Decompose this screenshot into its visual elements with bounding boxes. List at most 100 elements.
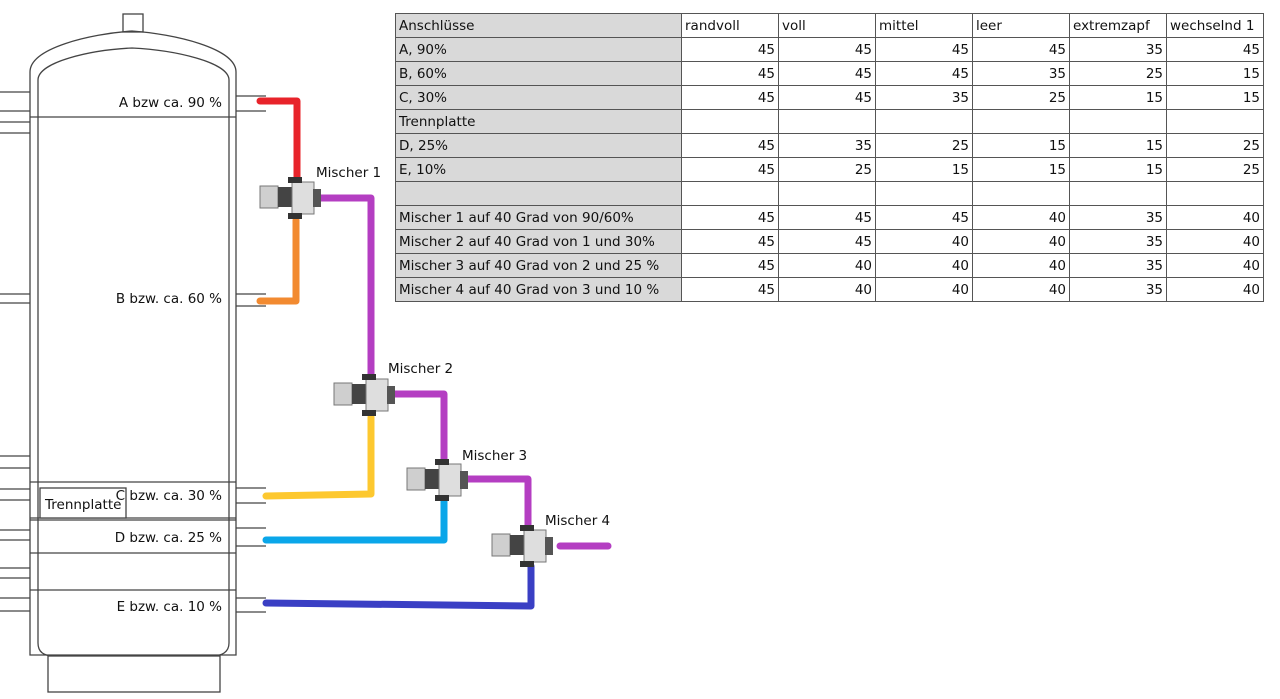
- table-cell: 40: [778, 253, 876, 278]
- table-row-label: C, 30%: [395, 85, 682, 110]
- table-cell: 45: [681, 205, 779, 230]
- table-cell: [972, 181, 1070, 206]
- table-header-cell: voll: [778, 13, 876, 38]
- mixer-valve-4: [491, 525, 553, 567]
- table-cell: 25: [875, 133, 973, 158]
- table-cell: 35: [778, 133, 876, 158]
- table-row: [395, 181, 1264, 206]
- table-cell: 40: [778, 277, 876, 302]
- mixer-valve-2: [333, 374, 395, 416]
- table-cell: 40: [875, 277, 973, 302]
- table-cell: [1166, 181, 1264, 206]
- table-cell: [778, 109, 876, 134]
- table-cell: 15: [1069, 157, 1167, 182]
- pipe-mixer2-to-mixer3: [388, 390, 448, 466]
- table-row-label: Mischer 4 auf 40 Grad von 3 und 10 %: [395, 277, 682, 302]
- mixer-label-1: Mischer 1: [316, 165, 382, 181]
- table-cell: 40: [972, 253, 1070, 278]
- table-cell: 45: [681, 157, 779, 182]
- table-cell: 40: [1166, 205, 1264, 230]
- table-cell: 25: [1166, 133, 1264, 158]
- table-cell: 35: [972, 61, 1070, 86]
- table-row-label: E, 10%: [395, 157, 682, 182]
- table-cell: [875, 109, 973, 134]
- table-header-cell: leer: [972, 13, 1070, 38]
- table-cell: 35: [1069, 229, 1167, 254]
- pipe-connection-b: [256, 216, 300, 305]
- mixer-label-2: Mischer 2: [388, 361, 454, 377]
- connection-label-b: B bzw. ca. 60 %: [115, 291, 222, 307]
- table-cell: [972, 109, 1070, 134]
- table-row: Trennplatte: [395, 109, 1264, 134]
- table-cell: 15: [972, 133, 1070, 158]
- table-cell: [1069, 109, 1167, 134]
- mixer-valve-1: [259, 177, 321, 219]
- table-cell: 40: [875, 229, 973, 254]
- table-header-cell: extremzapf: [1069, 13, 1167, 38]
- table-row-label: A, 90%: [395, 37, 682, 62]
- table-cell: 45: [681, 277, 779, 302]
- table-cell: 40: [972, 229, 1070, 254]
- pipe-connection-c: [262, 413, 375, 500]
- table-cell: [875, 181, 973, 206]
- tank-foot: [47, 655, 221, 693]
- table-cell: 40: [972, 205, 1070, 230]
- table-row-label: Mischer 1 auf 40 Grad von 90/60%: [395, 205, 682, 230]
- table-cell: 15: [972, 157, 1070, 182]
- table-cell: 40: [972, 277, 1070, 302]
- table-cell: 15: [1069, 85, 1167, 110]
- mixer-label-3: Mischer 3: [462, 448, 528, 464]
- connection-label-d: D bzw. ca. 25 %: [114, 530, 222, 546]
- table-cell: 40: [1166, 253, 1264, 278]
- table-row-label: Mischer 2 auf 40 Grad von 1 und 30%: [395, 229, 682, 254]
- pipe-mixer3-to-mixer4: [462, 475, 532, 531]
- table-cell: 45: [778, 85, 876, 110]
- table-cell: 40: [1166, 229, 1264, 254]
- table-cell: 45: [875, 205, 973, 230]
- table-row-label: [395, 181, 682, 206]
- tank-top-nozzle: [122, 13, 144, 33]
- table-cell: 45: [778, 61, 876, 86]
- mixer-label-4: Mischer 4: [545, 513, 611, 529]
- storage-tank: [0, 13, 266, 693]
- right-nozzles: [236, 95, 266, 613]
- table-cell: 35: [1069, 205, 1167, 230]
- table-cell: 45: [875, 61, 973, 86]
- table-row-label: D, 25%: [395, 133, 682, 158]
- table-cell: 45: [681, 61, 779, 86]
- pipe-connection-e: [262, 562, 535, 610]
- table-cell: 25: [778, 157, 876, 182]
- table-cell: [778, 181, 876, 206]
- table-cell: 25: [1069, 61, 1167, 86]
- tank-top-dome-outer: [29, 30, 237, 73]
- connection-label-e: E bzw. ca. 10 %: [116, 599, 222, 615]
- table-cell: 35: [1069, 253, 1167, 278]
- table-cell: 45: [681, 37, 779, 62]
- table-cell: 45: [778, 37, 876, 62]
- table-cell: 35: [1069, 37, 1167, 62]
- table-cell: 25: [972, 85, 1070, 110]
- table-cell: 35: [875, 85, 973, 110]
- table-header-cell: randvoll: [681, 13, 779, 38]
- table-header-cell: Anschlüsse: [395, 13, 682, 38]
- table-cell: 45: [972, 37, 1070, 62]
- connection-label-c: C bzw. ca. 30 %: [115, 488, 222, 504]
- pipe-connection-a: [256, 97, 301, 185]
- table-cell: 45: [681, 133, 779, 158]
- connection-label-a: A bzw ca. 90 %: [118, 95, 222, 111]
- separator-plate-box: [39, 487, 127, 519]
- table-cell: 45: [778, 229, 876, 254]
- table-cell: 45: [681, 85, 779, 110]
- table-cell: 45: [1166, 37, 1264, 62]
- table-header-cell: mittel: [875, 13, 973, 38]
- left-nozzles: [0, 91, 30, 612]
